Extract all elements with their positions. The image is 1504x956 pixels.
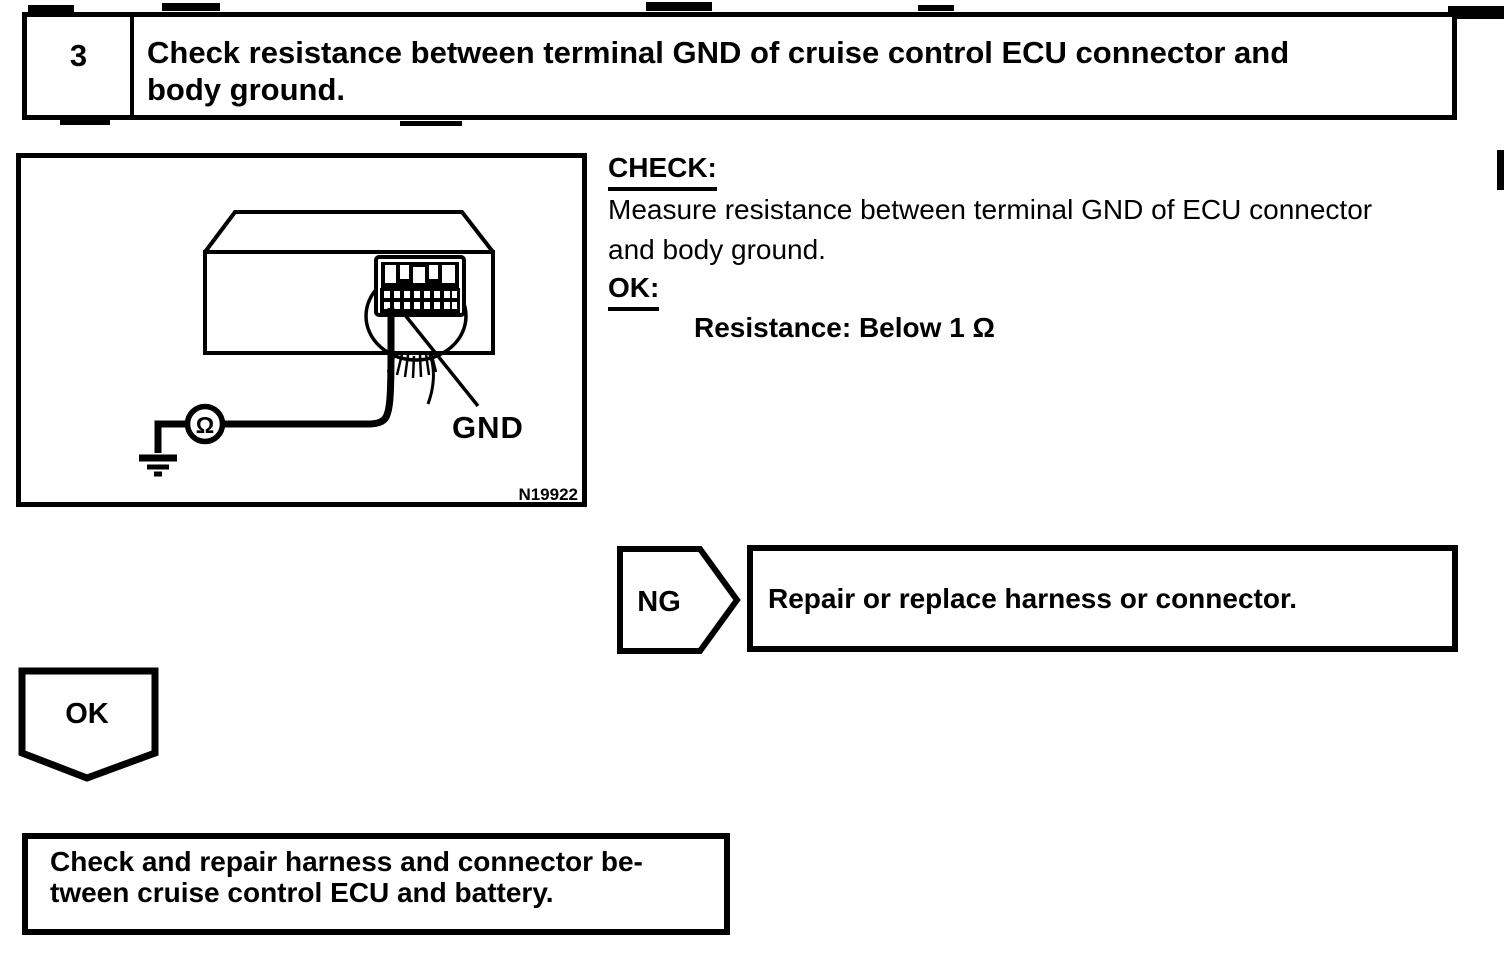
ng-action-box: Repair or replace harness or connector. [747,545,1458,652]
ecu-connector [374,255,466,317]
scan-artifact [1448,6,1504,19]
ok-action-box: Check and repair harness and connector b… [22,833,730,935]
gnd-label: GND [452,410,524,445]
ng-label: NG [637,586,681,618]
connector-pins [380,262,460,314]
scan-artifact [1497,150,1504,190]
figure-number: N19922 [518,485,578,504]
step-header-box: 3 Check resistance between terminal GND … [22,12,1457,120]
step-title-line2: body ground. [147,72,346,107]
step-title-line1: Check resistance between terminal GND of… [147,35,1290,70]
ground-icon [139,454,177,477]
omega-symbol: Ω [196,412,214,438]
gnd-pointer-line [399,308,480,408]
ng-arrow: NG [617,546,741,654]
scan-artifact [162,3,220,11]
scan-artifact [28,5,74,12]
ok-action-line1: Check and repair harness and connector b… [50,846,643,877]
step-title: Check resistance between terminal GND of… [134,17,1452,115]
scan-artifact [646,2,712,11]
ng-action-text: Repair or replace harness or connector. [768,582,1298,614]
check-body-line2: and body ground. [608,234,826,265]
ok-label: OK [65,698,109,730]
step-number: 3 [27,17,134,115]
resistance-spec: Resistance: Below 1 Ω [694,312,995,343]
scan-artifact [918,5,954,11]
check-heading: CHECK: [608,152,717,191]
ok-action-line2: tween cruise control ECU and battery. [50,877,554,908]
check-body-line1: Measure resistance between terminal GND … [608,194,1373,225]
ecu-diagram-svg: Ω GND N19922 [16,153,587,507]
check-section: CHECK: Measure resistance between termin… [608,152,1504,352]
scan-artifact [60,119,110,125]
ok-heading: OK: [608,272,660,311]
scan-artifact [400,121,462,126]
test-wire [154,308,395,453]
ok-arrow: OK [18,667,159,782]
ohmmeter-icon: Ω [184,403,226,445]
